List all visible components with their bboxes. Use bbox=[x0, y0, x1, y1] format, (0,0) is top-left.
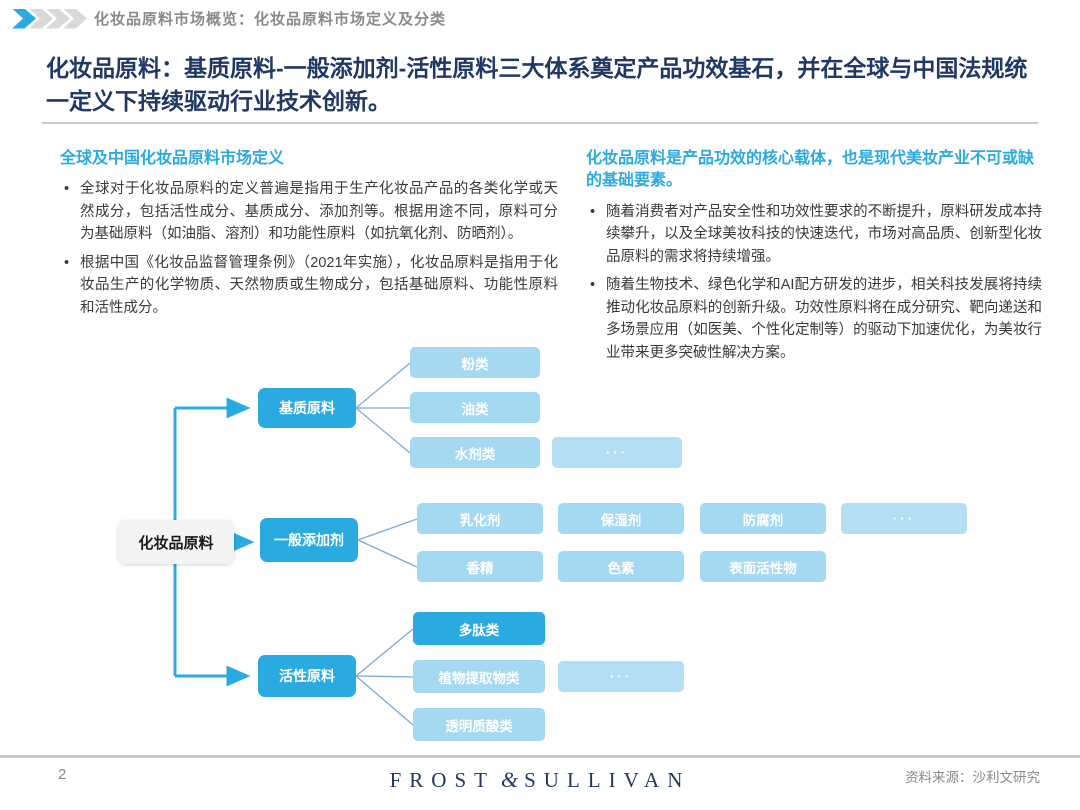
leaf-node: 油类 bbox=[410, 392, 540, 423]
bullet-item: 根据中国《化妆品监督管理条例》（2021年实施），化妆品原料是指用于化妆品生产的… bbox=[60, 252, 558, 319]
leaf-node: 透明质酸类 bbox=[413, 708, 545, 741]
bullet-item: 随着消费者对产品安全性和功效性要求的不断提升，原料研发成本持续攀升，以及全球美妆… bbox=[586, 201, 1042, 268]
right-bullet-list: 随着消费者对产品安全性和功效性要求的不断提升，原料研发成本持续攀升，以及全球美妆… bbox=[586, 201, 1042, 364]
classification-tree-diagram: 化妆品原料 基质原料 一般添加剂 活性原料 粉类 油类 水剂类 ··· 乳化剂 … bbox=[0, 340, 1080, 750]
bullet-item: 随着生物技术、绿色化学和AI配方研发的进步，相关科技发展将持续推动化妆品原料的创… bbox=[586, 274, 1042, 364]
leaf-node: 保湿剂 bbox=[558, 503, 684, 534]
page-title: 化妆品原料：基质原料-一般添加剂-活性原料三大体系奠定产品功效基石，并在全球与中… bbox=[46, 55, 1028, 114]
right-column-heading: 化妆品原料是产品功效的核心载体，也是现代美妆产业不可或缺的基础要素。 bbox=[586, 150, 1035, 190]
left-column: 全球及中国化妆品原料市场定义 全球对于化妆品原料的定义普遍是指用于生产化妆品产品… bbox=[60, 148, 558, 325]
bullet-item: 全球对于化妆品原料的定义普遍是指用于生产化妆品产品的各类化学或天然成分，包括活性… bbox=[60, 178, 558, 245]
chevron-right-icon bbox=[12, 8, 36, 29]
leaf-node-more: ··· bbox=[558, 661, 684, 692]
brand-sullivan: SULLIVAN bbox=[524, 768, 691, 792]
branch-node: 活性原料 bbox=[258, 655, 356, 697]
leaf-node: 表面活性物 bbox=[700, 551, 826, 582]
page-number: 2 bbox=[58, 766, 67, 783]
leaf-node: 粉类 bbox=[410, 347, 540, 378]
branch-node: 一般添加剂 bbox=[260, 518, 358, 562]
leaf-node-more: ··· bbox=[552, 437, 682, 468]
title-divider bbox=[42, 122, 1038, 124]
left-bullet-list: 全球对于化妆品原料的定义普遍是指用于生产化妆品产品的各类化学或天然成分，包括活性… bbox=[60, 178, 558, 319]
brand-logo: FROST&SULLIVAN bbox=[0, 767, 1080, 793]
leaf-node: 多肽类 bbox=[413, 612, 545, 645]
branch-node: 基质原料 bbox=[258, 388, 356, 428]
right-column: 化妆品原料是产品功效的核心载体，也是现代美妆产业不可或缺的基础要素。 随着消费者… bbox=[586, 148, 1042, 370]
leaf-node: 水剂类 bbox=[410, 437, 540, 468]
leaf-node: 香精 bbox=[417, 551, 543, 582]
footer-divider bbox=[0, 755, 1080, 758]
leaf-node: 色素 bbox=[558, 551, 684, 582]
breadcrumb: 化妆品原料市场概览：化妆品原料市场定义及分类 bbox=[94, 11, 447, 28]
chevron-right-icon bbox=[46, 8, 70, 29]
brand-ampersand: & bbox=[500, 767, 519, 792]
chevron-right-icon bbox=[63, 8, 87, 29]
left-column-heading: 全球及中国化妆品原料市场定义 bbox=[60, 150, 285, 167]
leaf-node: 防腐剂 bbox=[700, 503, 826, 534]
root-node: 化妆品原料 bbox=[118, 520, 234, 564]
chevron-right-icon bbox=[29, 8, 53, 29]
brand-frost: FROST bbox=[389, 768, 495, 792]
source-note: 资料来源：沙利文研究 bbox=[905, 770, 1040, 785]
leaf-node-more: ··· bbox=[841, 503, 967, 534]
leaf-node: 植物提取物类 bbox=[413, 660, 545, 693]
header: 化妆品原料市场概览：化妆品原料市场定义及分类 bbox=[12, 8, 446, 29]
breadcrumb-chevrons bbox=[12, 8, 87, 29]
leaf-node: 乳化剂 bbox=[417, 503, 543, 534]
